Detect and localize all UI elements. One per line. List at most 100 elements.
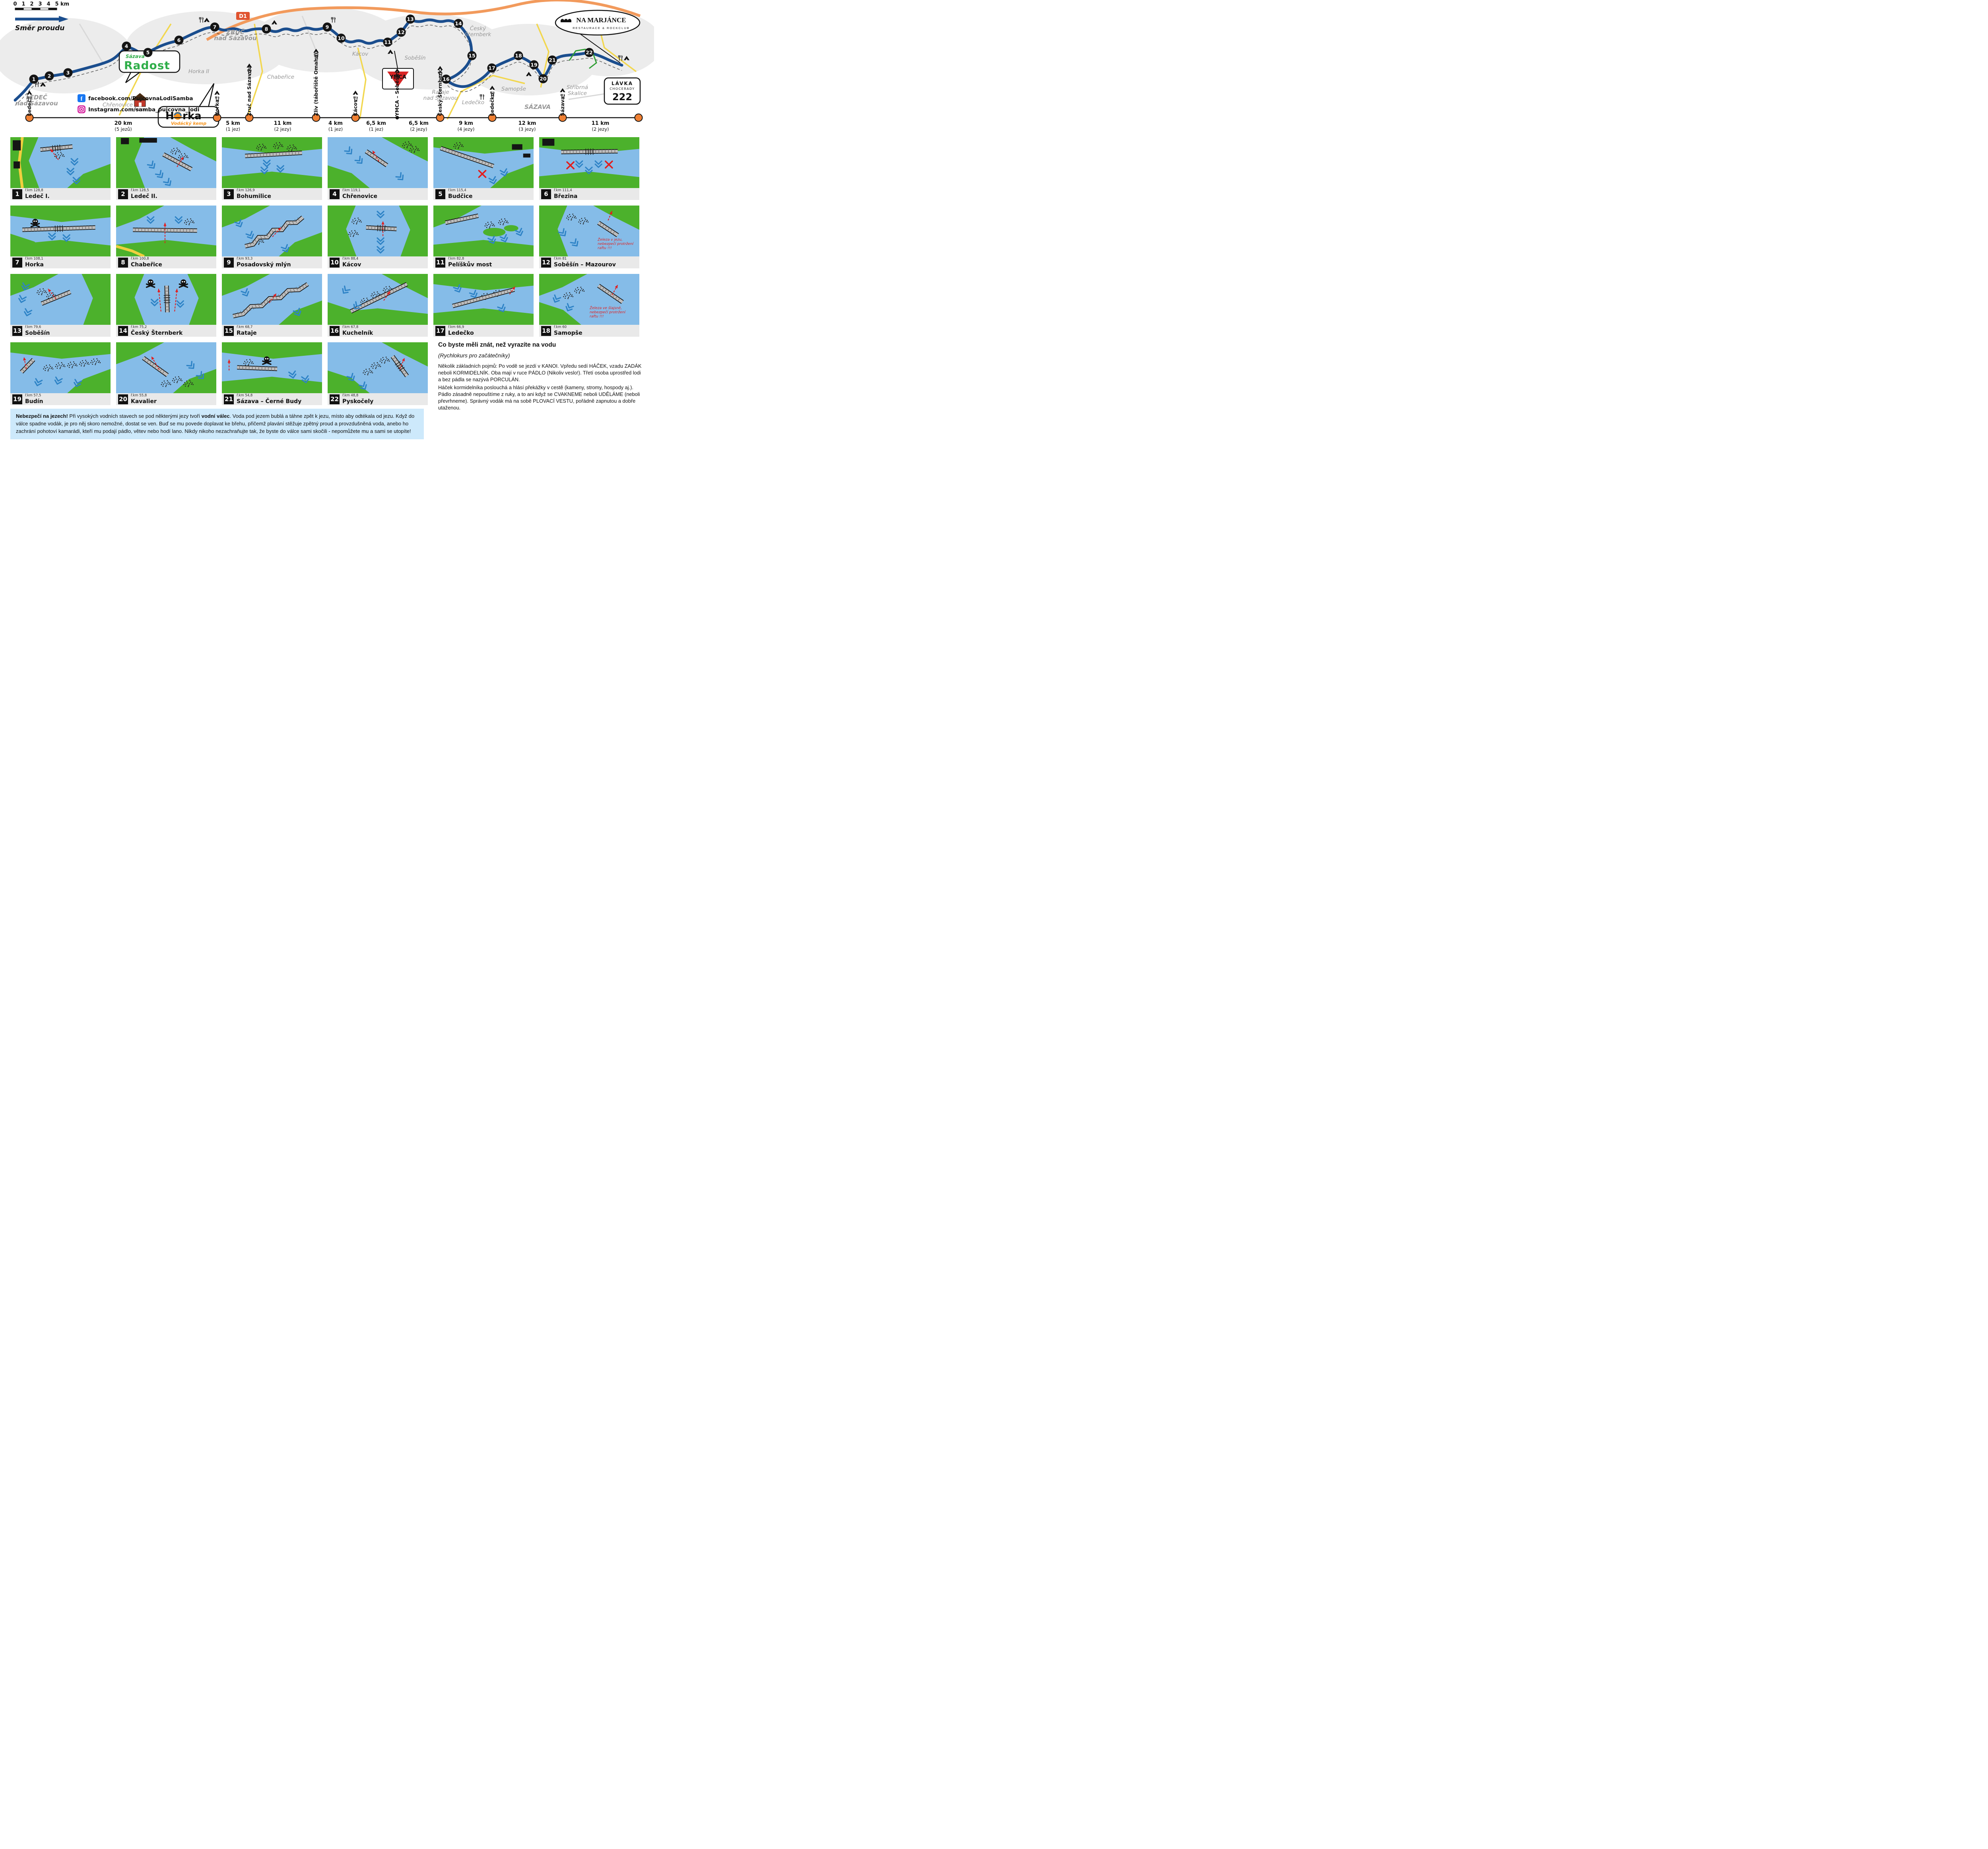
portage-arrow [163, 223, 167, 243]
picnic-icon [438, 72, 443, 77]
weir-river-km: ř.km 81 [554, 257, 567, 261]
portage-arrow [381, 221, 384, 236]
flow-chevron-icon [281, 244, 289, 252]
picnic-icon [480, 94, 484, 100]
awning-icon [561, 19, 571, 22]
gravel-dots [409, 146, 420, 153]
hazard-note: Železa ve šlajsně,nebezpečí protrženíraf… [589, 306, 626, 319]
weir-structure [452, 287, 515, 308]
building [14, 161, 20, 169]
portage-arrow [151, 356, 160, 370]
weir-river-km: ř.km 128,8 [25, 188, 43, 192]
river-bank [10, 274, 58, 296]
station-dot [436, 113, 445, 122]
weir-name: Bohumilice [237, 193, 272, 200]
river-bank [222, 274, 270, 296]
station-label: Horka [214, 99, 220, 116]
weir-river-km: ř.km 82,8 [448, 257, 464, 261]
weir-name: Ledečko [448, 330, 474, 336]
campsite-icon [40, 82, 46, 87]
weir-structure [597, 284, 624, 304]
flow-chevron-icon [147, 160, 155, 169]
gravel-dots [402, 141, 412, 148]
svg-text:rka: rka [182, 110, 202, 122]
cottage-logo: STARÉ ČASY [131, 93, 149, 111]
weir-number: 21 [224, 394, 234, 404]
weir-marker: 22 [584, 48, 594, 57]
weir-structure [41, 290, 72, 306]
svg-text:raftu !!!: raftu !!! [590, 314, 604, 318]
flow-chevron-icon [176, 300, 184, 308]
building [121, 138, 129, 144]
svg-text:Železa ve šlajsně,: Železa ve šlajsně, [589, 306, 622, 310]
svg-text:13: 13 [407, 16, 414, 22]
flow-chevron-icon [301, 375, 309, 383]
weir-number: 14 [118, 326, 128, 336]
flow-chevron-icon [395, 172, 404, 180]
river-bank [67, 369, 111, 393]
weir-marker: 11 [383, 37, 392, 47]
skull-icon [179, 279, 188, 288]
picnic-icon [395, 74, 400, 80]
svg-text:9: 9 [326, 24, 329, 30]
flow-chevron-icon [24, 308, 33, 316]
svg-text:1: 1 [21, 1, 25, 7]
svg-text:3: 3 [66, 70, 70, 76]
weir-river-km: ř.km 119,1 [342, 188, 361, 192]
distance-weirs-label: (1 jez) [226, 126, 240, 132]
station-label: Ledeč [26, 100, 32, 116]
campsite-icon [204, 17, 210, 22]
weir-structure [390, 355, 409, 377]
station-dot [558, 113, 567, 122]
town-label: Ledečko [462, 99, 484, 106]
flow-chevron-icon [565, 303, 574, 312]
flow-chevron-icon [344, 146, 353, 155]
road [357, 47, 367, 120]
weir-map-sketch [116, 137, 216, 188]
flow-chevron-icon [245, 231, 254, 239]
weir-structure [162, 152, 193, 171]
island [504, 225, 518, 231]
road [116, 245, 145, 256]
svg-text:RESTAURACE & ROCKCLUB: RESTAURACE & ROCKCLUB [573, 26, 630, 30]
town-label: Samopše [501, 86, 526, 92]
svg-text:4: 4 [125, 43, 128, 49]
weir-structure [349, 282, 408, 314]
svg-text:D1: D1 [239, 14, 247, 19]
distance-label: 5 km [226, 120, 240, 126]
river-bank [593, 206, 639, 230]
portage-arrow [227, 359, 231, 371]
river-bank [222, 342, 322, 359]
river-bank [539, 206, 568, 256]
weir-number: 13 [12, 326, 22, 336]
weir-river-km: ř.km 48,8 [342, 394, 359, 398]
flow-chevron-icon [196, 371, 204, 379]
distance-weirs-label: (2 jezy) [274, 126, 291, 132]
portage-arrow [399, 357, 405, 369]
station-label: YMCA – Soběšín [394, 72, 400, 116]
weir-structure [440, 146, 495, 168]
portage-arrow [47, 288, 56, 299]
svg-text:CHOCERADY: CHOCERADY [610, 87, 635, 91]
weir-name: Ledeč II. [131, 193, 157, 200]
weir-map-sketch [10, 137, 111, 188]
weir-map-sketch [222, 274, 322, 325]
weir-name: Rataje [237, 330, 257, 336]
weir-name: Budčice [448, 193, 473, 200]
river-bank [10, 206, 111, 222]
weir-structure [40, 144, 73, 152]
distance-label: 12 km [518, 120, 536, 126]
svg-text:7: 7 [213, 24, 217, 30]
gravel-dots [161, 380, 171, 387]
